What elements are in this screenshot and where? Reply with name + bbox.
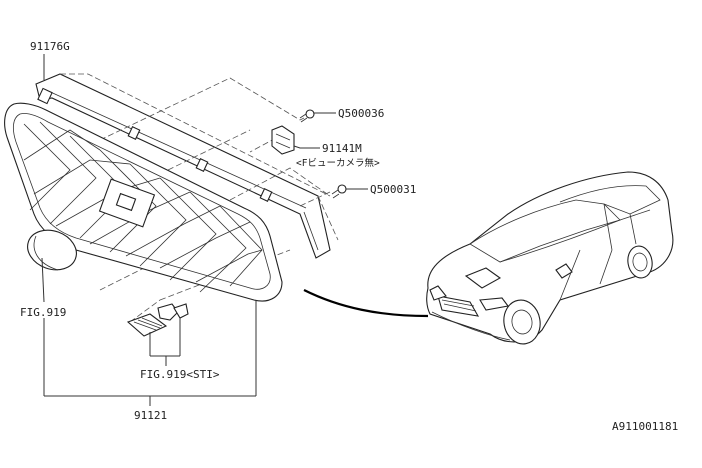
front-grille[interactable]	[4, 102, 283, 302]
label-camera-note: <Fビューカメラ無>	[296, 157, 380, 169]
label-q500031[interactable]: Q500031	[370, 183, 416, 196]
label-diagram-id: A911001181	[612, 420, 678, 433]
label-q500036[interactable]: Q500036	[338, 107, 384, 120]
grille-top-molding[interactable]	[35, 73, 331, 259]
camera-bracket[interactable]	[271, 125, 320, 155]
emblem-mount	[98, 178, 156, 228]
label-91176g[interactable]: 91176G	[30, 40, 70, 53]
label-91141m[interactable]: 91141M	[322, 142, 362, 155]
sti-emblem-parts[interactable]	[126, 303, 189, 337]
car-illustration	[426, 171, 674, 345]
bolt-lower[interactable]	[331, 184, 368, 199]
leader-lines	[41, 54, 257, 406]
bolt-upper[interactable]	[299, 109, 336, 123]
location-pointer-line	[303, 289, 429, 318]
label-fig919[interactable]: FIG.919	[20, 306, 66, 319]
emblem-disc[interactable]	[22, 224, 82, 277]
label-91121[interactable]: 91121	[134, 409, 167, 422]
label-fig919-sti[interactable]: FIG.919<STI>	[140, 368, 220, 381]
